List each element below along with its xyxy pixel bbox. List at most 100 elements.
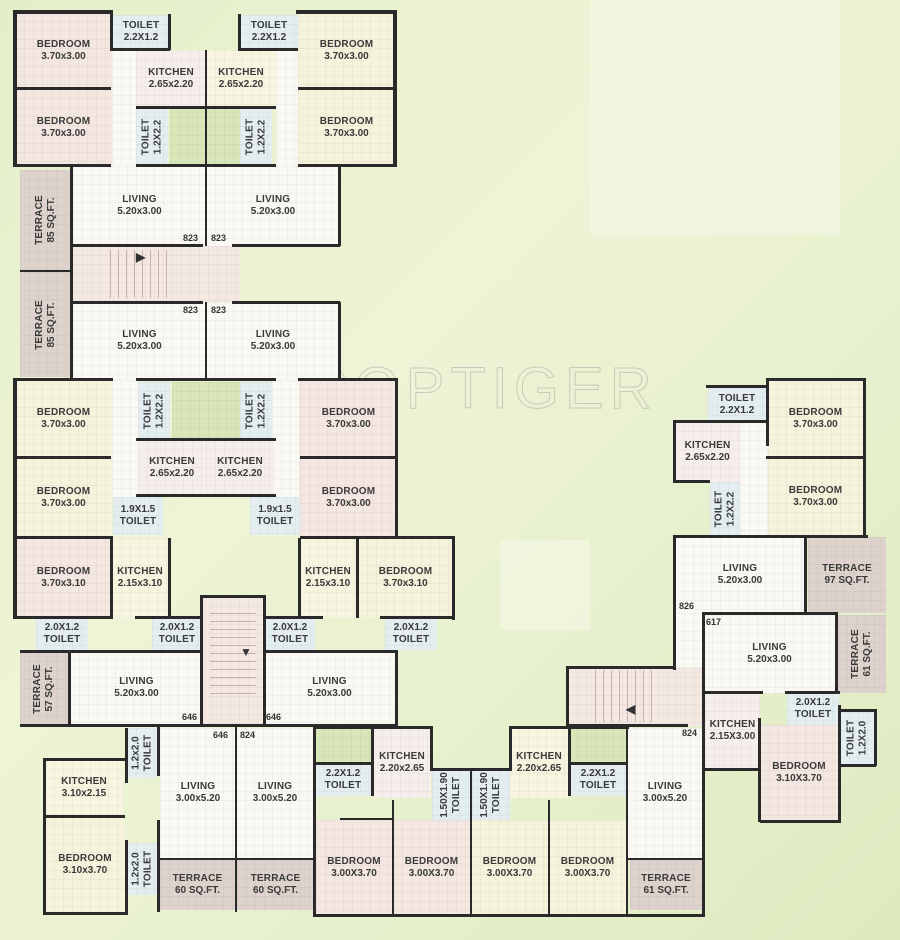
wall [703,768,759,771]
wall [338,302,341,380]
wall [300,536,455,539]
duct [315,728,373,764]
room-passage [272,380,300,500]
wall [703,691,763,694]
stair-arrow-icon: ▶ [136,250,146,264]
wall [205,302,207,380]
wall [673,535,676,670]
wall [13,87,111,90]
wall [785,691,840,694]
wall [626,728,628,916]
wall [838,764,876,767]
wall [863,378,866,538]
room-passage [112,380,138,500]
wall [804,537,807,613]
wall [43,758,125,761]
wall [395,650,398,726]
wall [673,420,768,423]
wall [13,10,113,14]
wall [263,616,323,619]
wall [13,378,113,381]
wall [232,301,340,304]
wall [13,616,113,619]
wall [68,650,71,726]
wall [168,538,171,618]
wall [205,50,207,246]
wall [380,616,455,619]
wall [235,726,237,912]
wall [568,762,626,765]
stair-steps [110,250,170,298]
wall [313,914,705,917]
wall [338,166,341,246]
wall [566,666,569,728]
wall [73,301,203,304]
background-patch [590,0,840,235]
room-passage [276,50,298,166]
wall [136,438,276,441]
wall [157,820,160,912]
wall [760,820,840,823]
wall [766,456,864,459]
wall [20,724,398,727]
stair-steps [595,670,655,722]
wall [393,10,397,167]
wall [110,48,170,51]
wall [136,494,276,497]
wall [43,758,46,915]
wall [430,726,433,770]
flat-number: 617 [706,617,722,627]
wall [43,912,127,915]
wall [392,800,394,916]
wall [758,718,761,822]
wall [238,14,241,50]
wall [125,728,128,783]
flat-number: 646 [213,730,229,740]
wall [706,385,766,388]
room-passage [740,422,768,537]
wall [566,666,676,669]
wall [13,378,17,618]
wall [136,378,276,381]
room-passage [112,50,136,166]
wall [296,10,396,14]
wall [313,726,433,729]
flat-number: 823 [211,305,227,315]
wall [13,456,111,459]
wall [13,536,113,539]
stair-arrow-icon: ◀ [626,702,636,716]
flat-number: 824 [682,728,698,738]
wall [835,612,838,694]
wall [838,709,876,712]
wall [110,538,113,618]
